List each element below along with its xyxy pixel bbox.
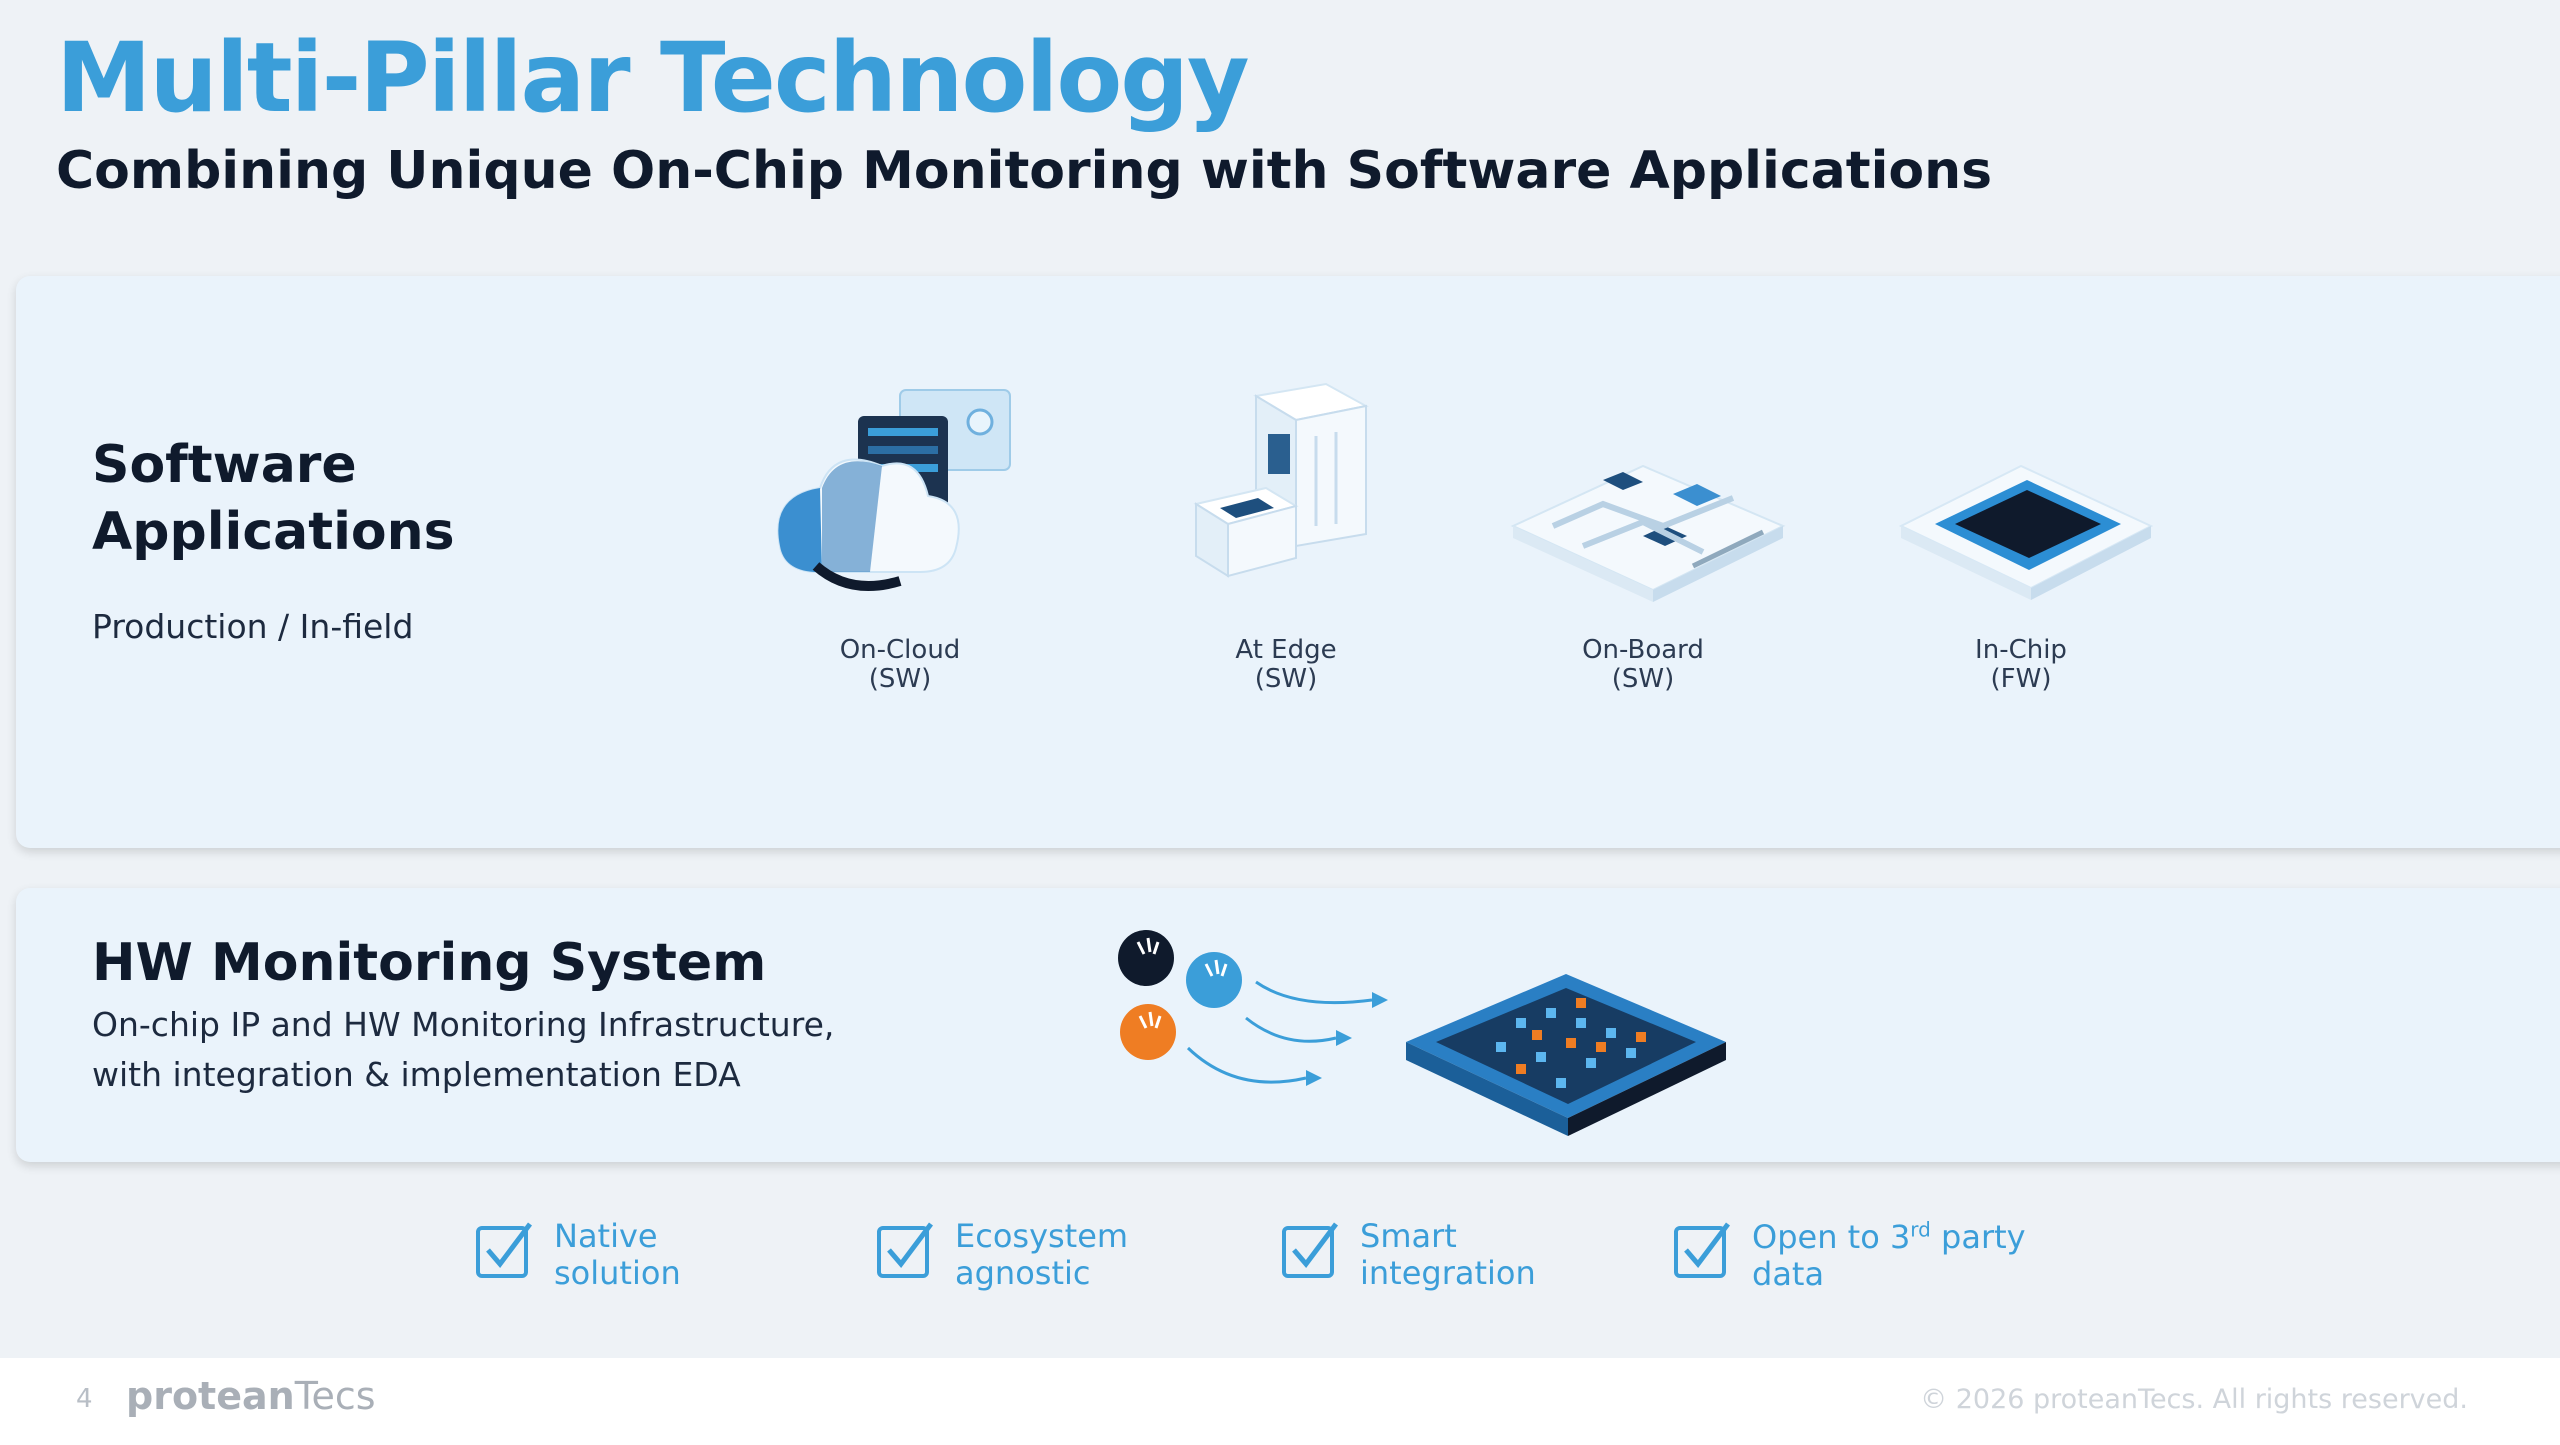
feature-text-pre: Open to 3	[1752, 1217, 1911, 1256]
feature-text-line2: integration	[1360, 1254, 1536, 1293]
pillar-kind: (SW)	[868, 664, 932, 695]
logo-bold: protean	[126, 1374, 295, 1418]
software-heading: Software Applications	[92, 432, 455, 565]
feature-text-post: party	[1930, 1217, 2026, 1256]
chip-icon	[1898, 464, 2154, 600]
feature-text-line1: Native	[554, 1217, 658, 1255]
pillar-on-board: On-Board (SW)	[1493, 376, 1793, 694]
pillar-name: In-Chip	[1975, 635, 2067, 665]
hw-heading: HW Monitoring System	[92, 933, 767, 993]
checkbox-icon	[877, 1222, 933, 1278]
feature-text-line2: agnostic	[955, 1254, 1091, 1293]
company-logo: proteanTecs	[126, 1374, 376, 1418]
hw-description-line2: with integration & implementation EDA	[92, 1054, 741, 1094]
pillar-name: On-Board	[1582, 635, 1704, 665]
slide-title: Multi-Pillar Technology	[56, 22, 1250, 134]
feature-text-line1: Smart	[1360, 1217, 1457, 1255]
pillar-kind: (FW)	[1990, 664, 2052, 695]
pillar-in-chip: In-Chip (FW)	[1871, 376, 2171, 694]
checkbox-icon	[476, 1222, 532, 1278]
page-number: 4	[76, 1384, 93, 1414]
hw-description-line1: On-chip IP and HW Monitoring Infrastruct…	[92, 1005, 835, 1044]
feature-text-line1: Open to 3rd party	[1752, 1217, 2026, 1256]
hw-monitoring-panel: HW Monitoring System On-chip IP and HW M…	[16, 888, 2560, 1162]
sensor-chip-icon	[1118, 930, 1726, 1136]
software-heading-line2: Applications	[92, 501, 455, 562]
feature-list: Native solution Ecosystem agnostic Smart…	[0, 1217, 2560, 1338]
feature-text-line2: solution	[554, 1254, 681, 1293]
feature-text: Ecosystem agnostic	[955, 1217, 1375, 1293]
checkbox-icon	[1282, 1222, 1338, 1278]
pillar-at-edge: At Edge (SW)	[1136, 376, 1436, 694]
copyright-notice: © 2026 proteanTecs. All rights reserved.	[1920, 1384, 2468, 1415]
slide-footer: 4 proteanTecs © 2026 proteanTecs. All ri…	[0, 1358, 2560, 1445]
software-subtext: Production / In-field	[92, 607, 414, 646]
pillar-kind: (SW)	[1254, 664, 1318, 695]
feature-text-line2: data	[1752, 1254, 1825, 1293]
circuit-board-icon	[1510, 464, 1786, 602]
edge-computer-icon	[1193, 382, 1369, 578]
logo-light: Tecs	[294, 1374, 376, 1418]
pillar-name: At Edge	[1235, 635, 1337, 665]
software-applications-panel: Software Applications Production / In-fi…	[16, 276, 2560, 848]
software-heading-line1: Software	[92, 435, 357, 495]
pillar-on-cloud: On-Cloud (SW)	[750, 376, 1050, 694]
cloud-server-icon	[777, 389, 1011, 591]
feature-text: Smart integration	[1360, 1217, 1780, 1293]
feature-text: Native solution	[554, 1217, 974, 1293]
feature-text: Open to 3rd party data	[1752, 1217, 2172, 1293]
slide-subtitle: Combining Unique On-Chip Monitoring with…	[56, 141, 1993, 201]
feature-text-superscript: rd	[1910, 1217, 1931, 1241]
feature-text-line1: Ecosystem	[955, 1217, 1129, 1255]
checkbox-icon	[1674, 1222, 1730, 1278]
pillar-kind: (SW)	[1611, 664, 1675, 695]
hw-description: On-chip IP and HW Monitoring Infrastruct…	[92, 1000, 834, 1099]
pillar-name: On-Cloud	[839, 635, 961, 665]
